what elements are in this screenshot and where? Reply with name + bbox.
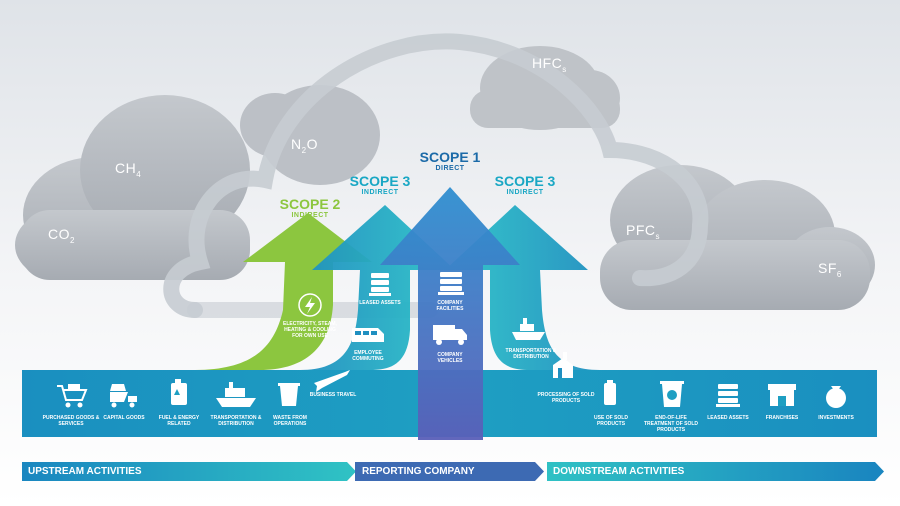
purchased-goods-label: PURCHASED GOODS & SERVICES — [42, 415, 100, 427]
waste-bin-icon — [278, 383, 300, 406]
gas-hfcs: HFCs — [532, 55, 567, 74]
money-bag-icon — [826, 386, 846, 408]
fuel-energy-label: FUEL & ENERGY RELATED — [158, 415, 200, 427]
transportation-downstream-label: TRANSPORTATION & DISTRIBUTION — [505, 348, 557, 360]
battery-icon — [604, 380, 616, 405]
cloud-hfcs — [470, 46, 620, 130]
business-travel-label: BUSINESS TRAVEL — [309, 392, 357, 398]
cloud-right — [600, 165, 875, 310]
fuel-can-icon — [171, 379, 187, 405]
leased-assets-icon-downstream — [716, 384, 740, 407]
gas-pfcs: PFCs — [626, 222, 660, 241]
end-of-life-label: END-OF-LIFE TREATMENT OF SOLD PRODUCTS — [643, 415, 699, 433]
employee-commuting-label: EMPLOYEE COMMUTING — [352, 350, 384, 362]
downstream-activities-label: DOWNSTREAM ACTIVITIES — [553, 466, 685, 477]
capital-goods-label: CAPITAL GOODS — [103, 415, 145, 421]
transportation-upstream-label: TRANSPORTATION & DISTRIBUTION — [210, 415, 262, 427]
scope3-downstream-label: SCOPE 3 INDIRECT — [494, 173, 556, 196]
scope2-arrow — [195, 213, 372, 370]
leased-assets-label: LEASED ASSETS — [359, 300, 401, 306]
train-icon — [352, 328, 384, 342]
company-vehicles-label: COMPANY VEHICLES — [437, 352, 463, 364]
gas-n2o: N2O — [291, 136, 318, 155]
reporting-bar — [355, 462, 535, 481]
scope3-upstream-label: SCOPE 3 INDIRECT — [349, 173, 411, 196]
gas-co2: CO2 — [48, 226, 75, 245]
electricity-icon — [298, 293, 322, 317]
reporting-company-label: REPORTING COMPANY — [362, 466, 475, 477]
upstream-bar — [22, 462, 347, 481]
storefront-icon — [768, 384, 796, 406]
scope1-label: SCOPE 1 DIRECT — [419, 149, 481, 172]
cloud-outline — [163, 33, 709, 318]
waste-label: WASTE FROM OPERATIONS — [273, 415, 307, 427]
franchises-label: FRANCHISES — [765, 415, 799, 421]
upstream-activities-label: UPSTREAM ACTIVITIES — [28, 466, 142, 477]
investments-label: INVESTMENTS — [818, 415, 854, 421]
leased-assets-downstream-label: LEASED ASSETS — [707, 415, 749, 421]
dump-truck-icon — [110, 384, 137, 408]
ship-icon-upstream — [216, 382, 256, 407]
processing-label: PROCESSING OF SOLD PRODUCTS — [537, 392, 595, 404]
downstream-bar — [547, 462, 875, 481]
scope2-label: SCOPE 2 INDIRECT — [279, 196, 341, 219]
gas-ch4: CH4 — [115, 160, 142, 179]
factory-icon — [553, 352, 573, 378]
ship-icon-downstream — [512, 318, 545, 340]
gas-sf6: SF6 — [818, 260, 842, 279]
recycle-bin-icon — [660, 381, 684, 407]
use-of-sold-label: USE OF SOLD PRODUCTS — [594, 415, 628, 427]
leased-assets-icon — [369, 273, 391, 296]
scope1-arrow — [380, 187, 520, 440]
electricity-label: ELECTRICITY, STEAM, HEATING & COOLING FO… — [283, 321, 337, 339]
plane-icon — [314, 370, 350, 392]
shopping-cart-icon — [57, 384, 88, 408]
company-vehicles-icon — [433, 325, 467, 345]
company-facilities-label: COMPANY FACILITIES — [436, 300, 464, 312]
company-facilities-icon — [438, 272, 464, 295]
